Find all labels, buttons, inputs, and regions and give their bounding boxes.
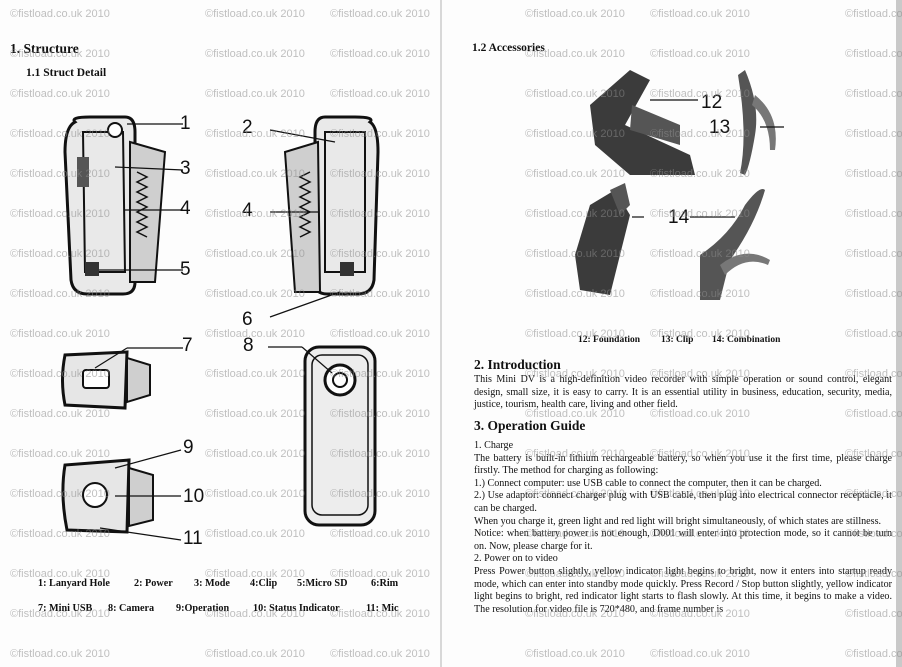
power-on-paragraph: Press Power button slightly, yellow indi…	[474, 565, 892, 615]
left-page	[0, 0, 440, 667]
charge-paragraph: The battery is built-in lithium recharge…	[474, 452, 892, 477]
legend-operation: 9:Operation	[176, 603, 230, 614]
legend-status-indicator: 10: Status Indicator	[253, 603, 340, 614]
page-fold	[440, 0, 442, 667]
operation-guide-body: 1. Charge The battery is built-in lithiu…	[474, 440, 892, 616]
legend-mode: 3: Mode	[194, 578, 230, 589]
legend-mini-usb: 7: Mini USB	[38, 603, 93, 614]
camera-front-view-figure	[268, 345, 377, 527]
legend-micro-sd: 5:Micro SD	[297, 578, 348, 589]
struct-detail-heading: 1.1 Struct Detail	[26, 67, 107, 79]
callout-13: 13	[709, 117, 731, 138]
callout-12: 12	[701, 92, 723, 113]
charge-subheading: 1. Charge	[474, 440, 514, 451]
connect-computer-step: 1.) Connect computer: use USB cable to c…	[474, 477, 822, 489]
legend-clip: 4:Clip	[250, 578, 278, 589]
callout-14: 14	[668, 207, 690, 228]
power-on-subheading: 2. Power on to video	[474, 553, 558, 565]
introduction-heading: 2. Introduction	[474, 357, 561, 372]
caption-clip: 13: Clip	[661, 335, 694, 345]
callout-1: 1	[180, 113, 191, 134]
legend-lanyard-hole: 1: Lanyard Hole	[38, 578, 110, 589]
caption-foundation: 12: Foundation	[578, 335, 641, 345]
caption-combination: 14: Combination	[712, 335, 781, 345]
callout-5: 5	[180, 259, 191, 280]
callout-2: 2	[242, 117, 253, 138]
legend-mic: 11: Mic	[366, 603, 399, 614]
callout-6: 6	[242, 309, 253, 330]
introduction-text: This Mini DV is a high-definition video …	[474, 374, 892, 411]
camera-bottom-view-figure	[61, 449, 182, 541]
use-adaptor-step: 2.) Use adaptor: connect charger plug wi…	[474, 490, 892, 514]
operation-guide-heading: 3. Operation Guide	[474, 418, 586, 433]
callout-9: 9	[183, 437, 194, 458]
camera-side-view-figure	[63, 115, 184, 296]
callout-10: 10	[183, 486, 205, 507]
callout-7: 7	[182, 335, 193, 356]
callout-8: 8	[243, 335, 254, 356]
camera-mirrored-side-figure	[269, 115, 380, 318]
callout-4b: 4	[242, 200, 253, 221]
accessories-photo-figure	[575, 70, 784, 300]
page-edge	[896, 0, 902, 667]
legend-camera: 8: Camera	[108, 603, 155, 614]
callout-11: 11	[183, 528, 203, 549]
battery-notice: Notice: when battery power is not enough…	[474, 528, 892, 552]
callout-4a: 4	[180, 198, 191, 219]
right-page	[442, 0, 902, 667]
legend-power: 2: Power	[134, 578, 173, 589]
structure-heading: 1. Structure	[10, 41, 79, 56]
charge-lights-note: When you charge it, green light and red …	[474, 515, 882, 527]
legend-rim: 6:Rim	[371, 578, 399, 589]
callout-3: 3	[180, 158, 191, 179]
camera-top-view-figure	[61, 347, 183, 410]
accessories-heading: 1.2 Accessories	[472, 42, 545, 54]
